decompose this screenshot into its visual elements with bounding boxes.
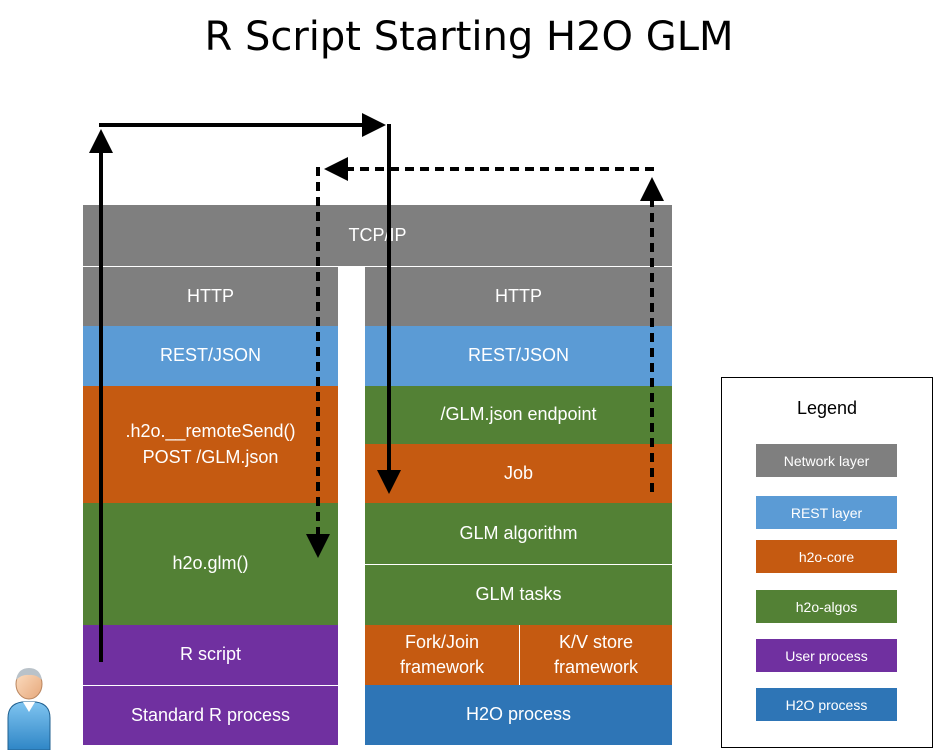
client-remote-send-label: .h2o.__remoteSend() POST /GLM.json <box>125 421 296 467</box>
client-rest-layer: REST/JSON <box>83 326 338 386</box>
client-process-layer: Standard R process <box>83 685 338 745</box>
server-http-label: HTTP <box>495 285 542 306</box>
client-process-label: Standard R process <box>130 704 291 725</box>
legend: Legend Network layer REST layer h2o-core… <box>721 377 933 748</box>
legend-item-h2o-core: h2o-core <box>756 540 897 573</box>
client-remote-send-layer: .h2o.__remoteSend() POST /GLM.json <box>83 386 338 503</box>
server-process-label: H2O process <box>465 704 572 725</box>
client-glm-call-label: h2o.glm() <box>172 553 249 574</box>
server-endpoint-label: /GLM.json endpoint <box>440 404 597 425</box>
server-kv-store-layer: K/V store framework <box>519 625 672 685</box>
server-job-layer: Job <box>365 444 672 503</box>
legend-item-h2o-process: H2O process <box>756 688 897 721</box>
server-tasks-label: GLM tasks <box>475 584 562 605</box>
server-rest-label: REST/JSON <box>467 345 569 366</box>
client-r-script-layer: R script <box>83 625 338 685</box>
legend-item-network: Network layer <box>756 444 897 477</box>
server-job-label: Job <box>503 462 534 483</box>
tcp-ip-layer: TCP/IP <box>83 205 672 266</box>
client-r-script-label: R script <box>179 644 241 665</box>
server-fork-join-layer: Fork/Join framework <box>365 625 519 685</box>
tcp-ip-label: TCP/IP <box>348 224 407 245</box>
server-kv-store-label: K/V store framework <box>553 631 638 677</box>
person-icon <box>7 668 51 750</box>
server-algorithm-label: GLM algorithm <box>459 522 578 543</box>
legend-item-user-process: User process <box>756 639 897 672</box>
server-http-layer: HTTP <box>365 266 672 326</box>
client-glm-call-layer: h2o.glm() <box>83 503 338 625</box>
client-http-label: HTTP <box>187 285 234 306</box>
server-endpoint-layer: /GLM.json endpoint <box>365 386 672 444</box>
server-rest-layer: REST/JSON <box>365 326 672 386</box>
server-process-layer: H2O process <box>365 685 672 745</box>
client-http-layer: HTTP <box>83 266 338 326</box>
client-rest-label: REST/JSON <box>159 345 261 366</box>
legend-item-h2o-algos: h2o-algos <box>756 590 897 623</box>
server-algorithm-layer: GLM algorithm <box>365 503 672 564</box>
diagram-title: R Script Starting H2O GLM <box>204 14 734 60</box>
legend-item-rest: REST layer <box>756 496 897 529</box>
server-tasks-layer: GLM tasks <box>365 564 672 625</box>
server-fork-join-label: Fork/Join framework <box>399 631 484 677</box>
legend-title: Legend <box>796 398 858 418</box>
